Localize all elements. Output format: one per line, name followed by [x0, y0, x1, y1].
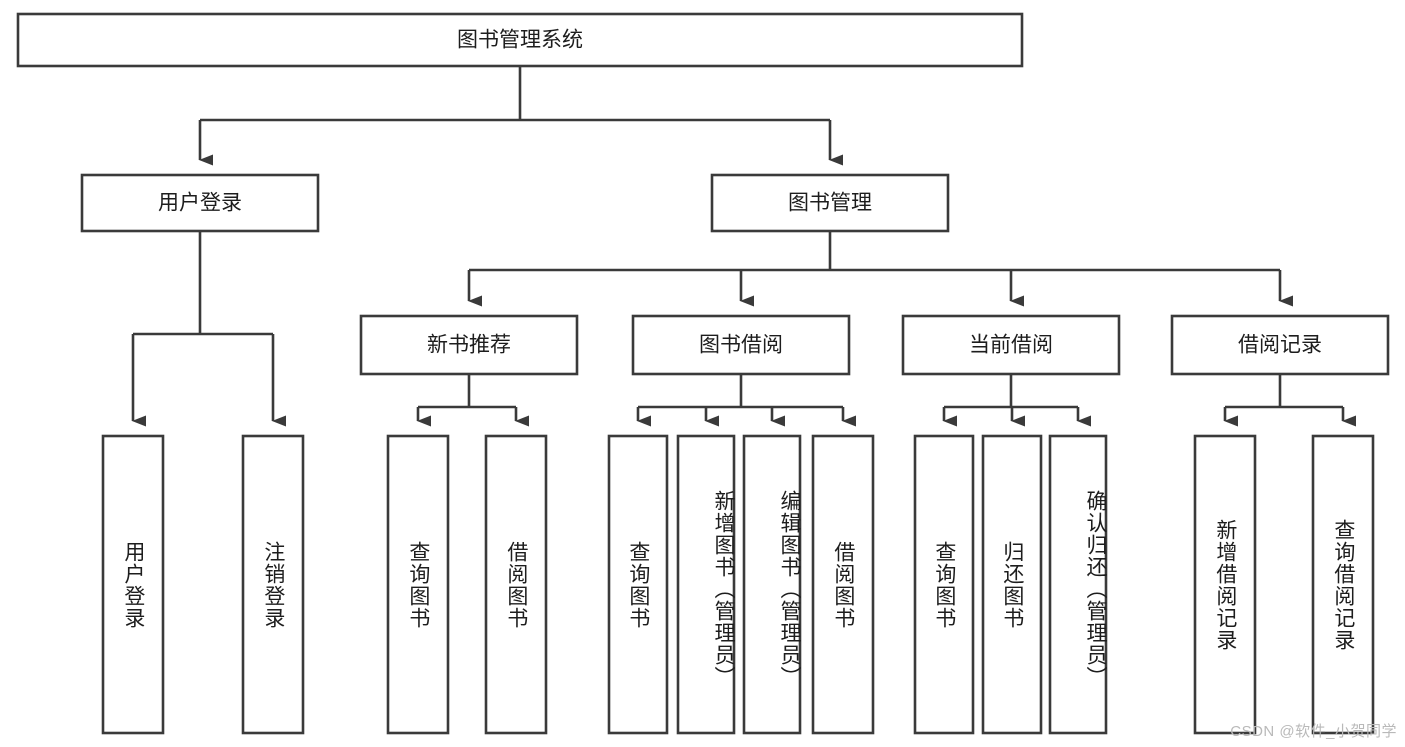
connector-userlogin-to-leaves [131, 231, 286, 427]
leaf-boxes [101, 434, 1375, 735]
node-user-login[interactable]: 用户登录 [80, 173, 320, 233]
leaf-box-query-book-rec[interactable] [386, 434, 450, 735]
leaf-box-return-book[interactable] [981, 434, 1043, 735]
leaf-box-user-login[interactable] [101, 434, 165, 735]
connector-bookmanage-to-level3 [467, 231, 1293, 307]
watermark-text: CSDN @软件_小贺同学 [1230, 723, 1397, 740]
node-borrow-record[interactable]: 借阅记录 [1170, 314, 1390, 376]
leaf-box-borrow-book-rec[interactable] [484, 434, 548, 735]
node-borrow-record-label: 借阅记录 [1238, 334, 1322, 357]
leaf-box-query-borrow-record[interactable] [1311, 434, 1375, 735]
connector-currentborrow-to-leaves [942, 374, 1091, 427]
node-root-label: 图书管理系统 [457, 29, 583, 52]
connector-root-to-level2 [198, 66, 843, 166]
node-root[interactable]: 图书管理系统 [16, 12, 1024, 68]
node-book-manage[interactable]: 图书管理 [710, 173, 950, 233]
node-book-borrow-label: 图书借阅 [699, 334, 783, 357]
leaf-box-edit-book-admin[interactable] [742, 434, 802, 735]
node-new-book-rec[interactable]: 新书推荐 [359, 314, 579, 376]
leaf-box-query-book-borrow[interactable] [607, 434, 669, 735]
connector-borrowrecord-to-leaves [1223, 374, 1356, 427]
node-user-login-label: 用户登录 [158, 192, 242, 215]
leaf-box-add-borrow-record[interactable] [1193, 434, 1257, 735]
node-book-borrow[interactable]: 图书借阅 [631, 314, 851, 376]
node-current-borrow[interactable]: 当前借阅 [901, 314, 1121, 376]
leaf-box-query-book-cur[interactable] [913, 434, 975, 735]
connector-bookborrow-to-leaves [636, 374, 856, 427]
connector-newbookrec-to-leaves [416, 374, 529, 427]
leaf-box-add-book-admin[interactable] [676, 434, 736, 735]
node-book-manage-label: 图书管理 [788, 192, 872, 215]
node-new-book-rec-label: 新书推荐 [427, 334, 511, 357]
leaf-box-borrow-book[interactable] [811, 434, 875, 735]
leaf-box-logout[interactable] [241, 434, 305, 735]
leaf-box-confirm-return-admin[interactable] [1048, 434, 1108, 735]
node-current-borrow-label: 当前借阅 [969, 334, 1053, 357]
